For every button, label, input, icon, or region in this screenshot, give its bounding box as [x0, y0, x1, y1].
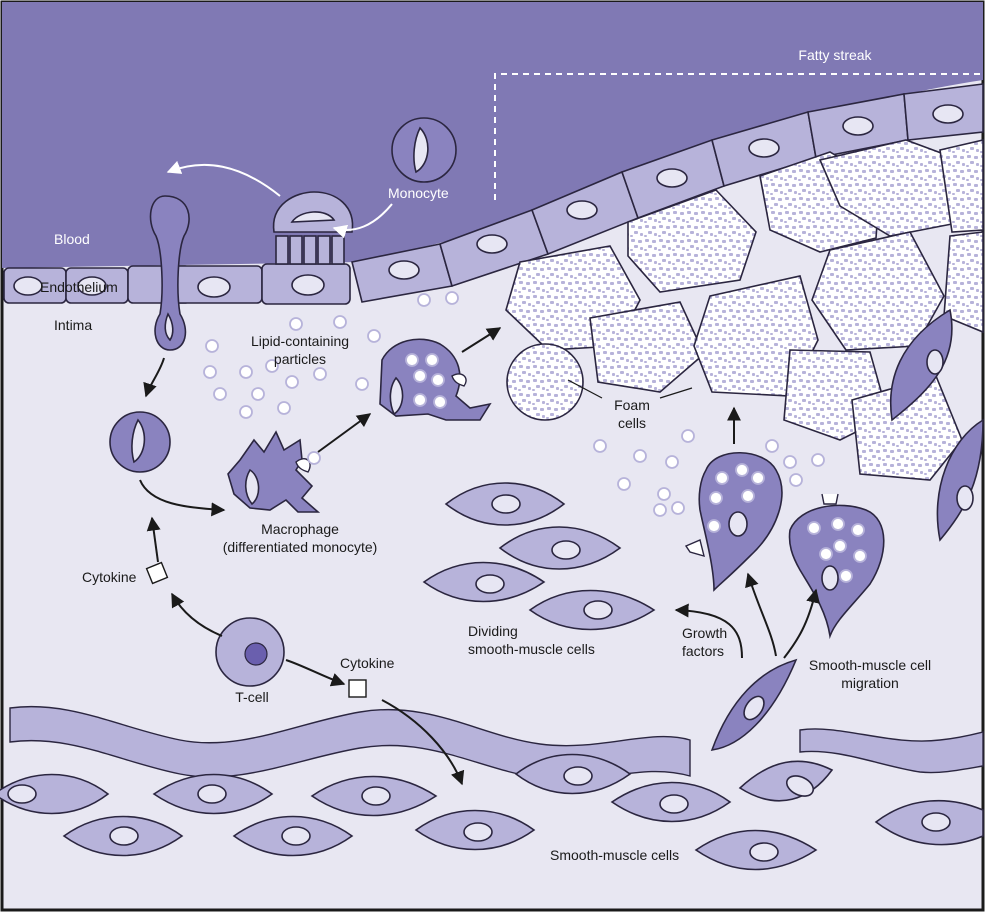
- label-dividing-line1: Dividing: [468, 623, 518, 639]
- label-lipid-line2: particles: [274, 351, 326, 367]
- label-macrophage-line2: (differentiated monocyte): [223, 539, 378, 555]
- label-endothelium: Endothelium: [40, 279, 118, 295]
- cytokine-box-right: [349, 680, 366, 697]
- label-cytokine-left: Cytokine: [82, 569, 137, 585]
- label-growth-line1: Growth: [682, 625, 727, 641]
- t-cell: [216, 618, 284, 686]
- nucleus: [198, 277, 230, 297]
- monocyte-cell: [392, 118, 456, 182]
- label-macrophage-line1: Macrophage: [261, 521, 339, 537]
- label-migration-line1: Smooth-muscle cell: [809, 657, 931, 673]
- label-intima: Intima: [54, 317, 92, 333]
- nucleus: [389, 261, 419, 279]
- adhering-monocyte: [274, 192, 353, 264]
- label-dividing-line2: smooth-muscle cells: [468, 641, 595, 657]
- nucleus: [14, 277, 42, 295]
- label-lipid-line1: Lipid-containing: [251, 333, 349, 349]
- label-monocyte: Monocyte: [388, 185, 449, 201]
- nucleus: [657, 169, 687, 187]
- label-cytokine-right: Cytokine: [340, 655, 395, 671]
- nucleus: [567, 201, 597, 219]
- label-smooth-muscle-cells: Smooth-muscle cells: [550, 847, 679, 863]
- label-foam-line2: cells: [618, 415, 646, 431]
- label-growth-line2: factors: [682, 643, 724, 659]
- label-tcell: T-cell: [235, 689, 268, 705]
- nucleus: [843, 117, 873, 135]
- label-foam-line1: Foam: [614, 397, 650, 413]
- nucleus: [477, 235, 507, 253]
- nucleus: [749, 139, 779, 157]
- intima-monocyte: [110, 412, 170, 472]
- label-migration-line2: migration: [841, 675, 899, 691]
- nucleus: [292, 275, 324, 295]
- label-blood: Blood: [54, 231, 90, 247]
- label-fatty-streak: Fatty streak: [798, 47, 872, 63]
- nucleus: [933, 105, 963, 123]
